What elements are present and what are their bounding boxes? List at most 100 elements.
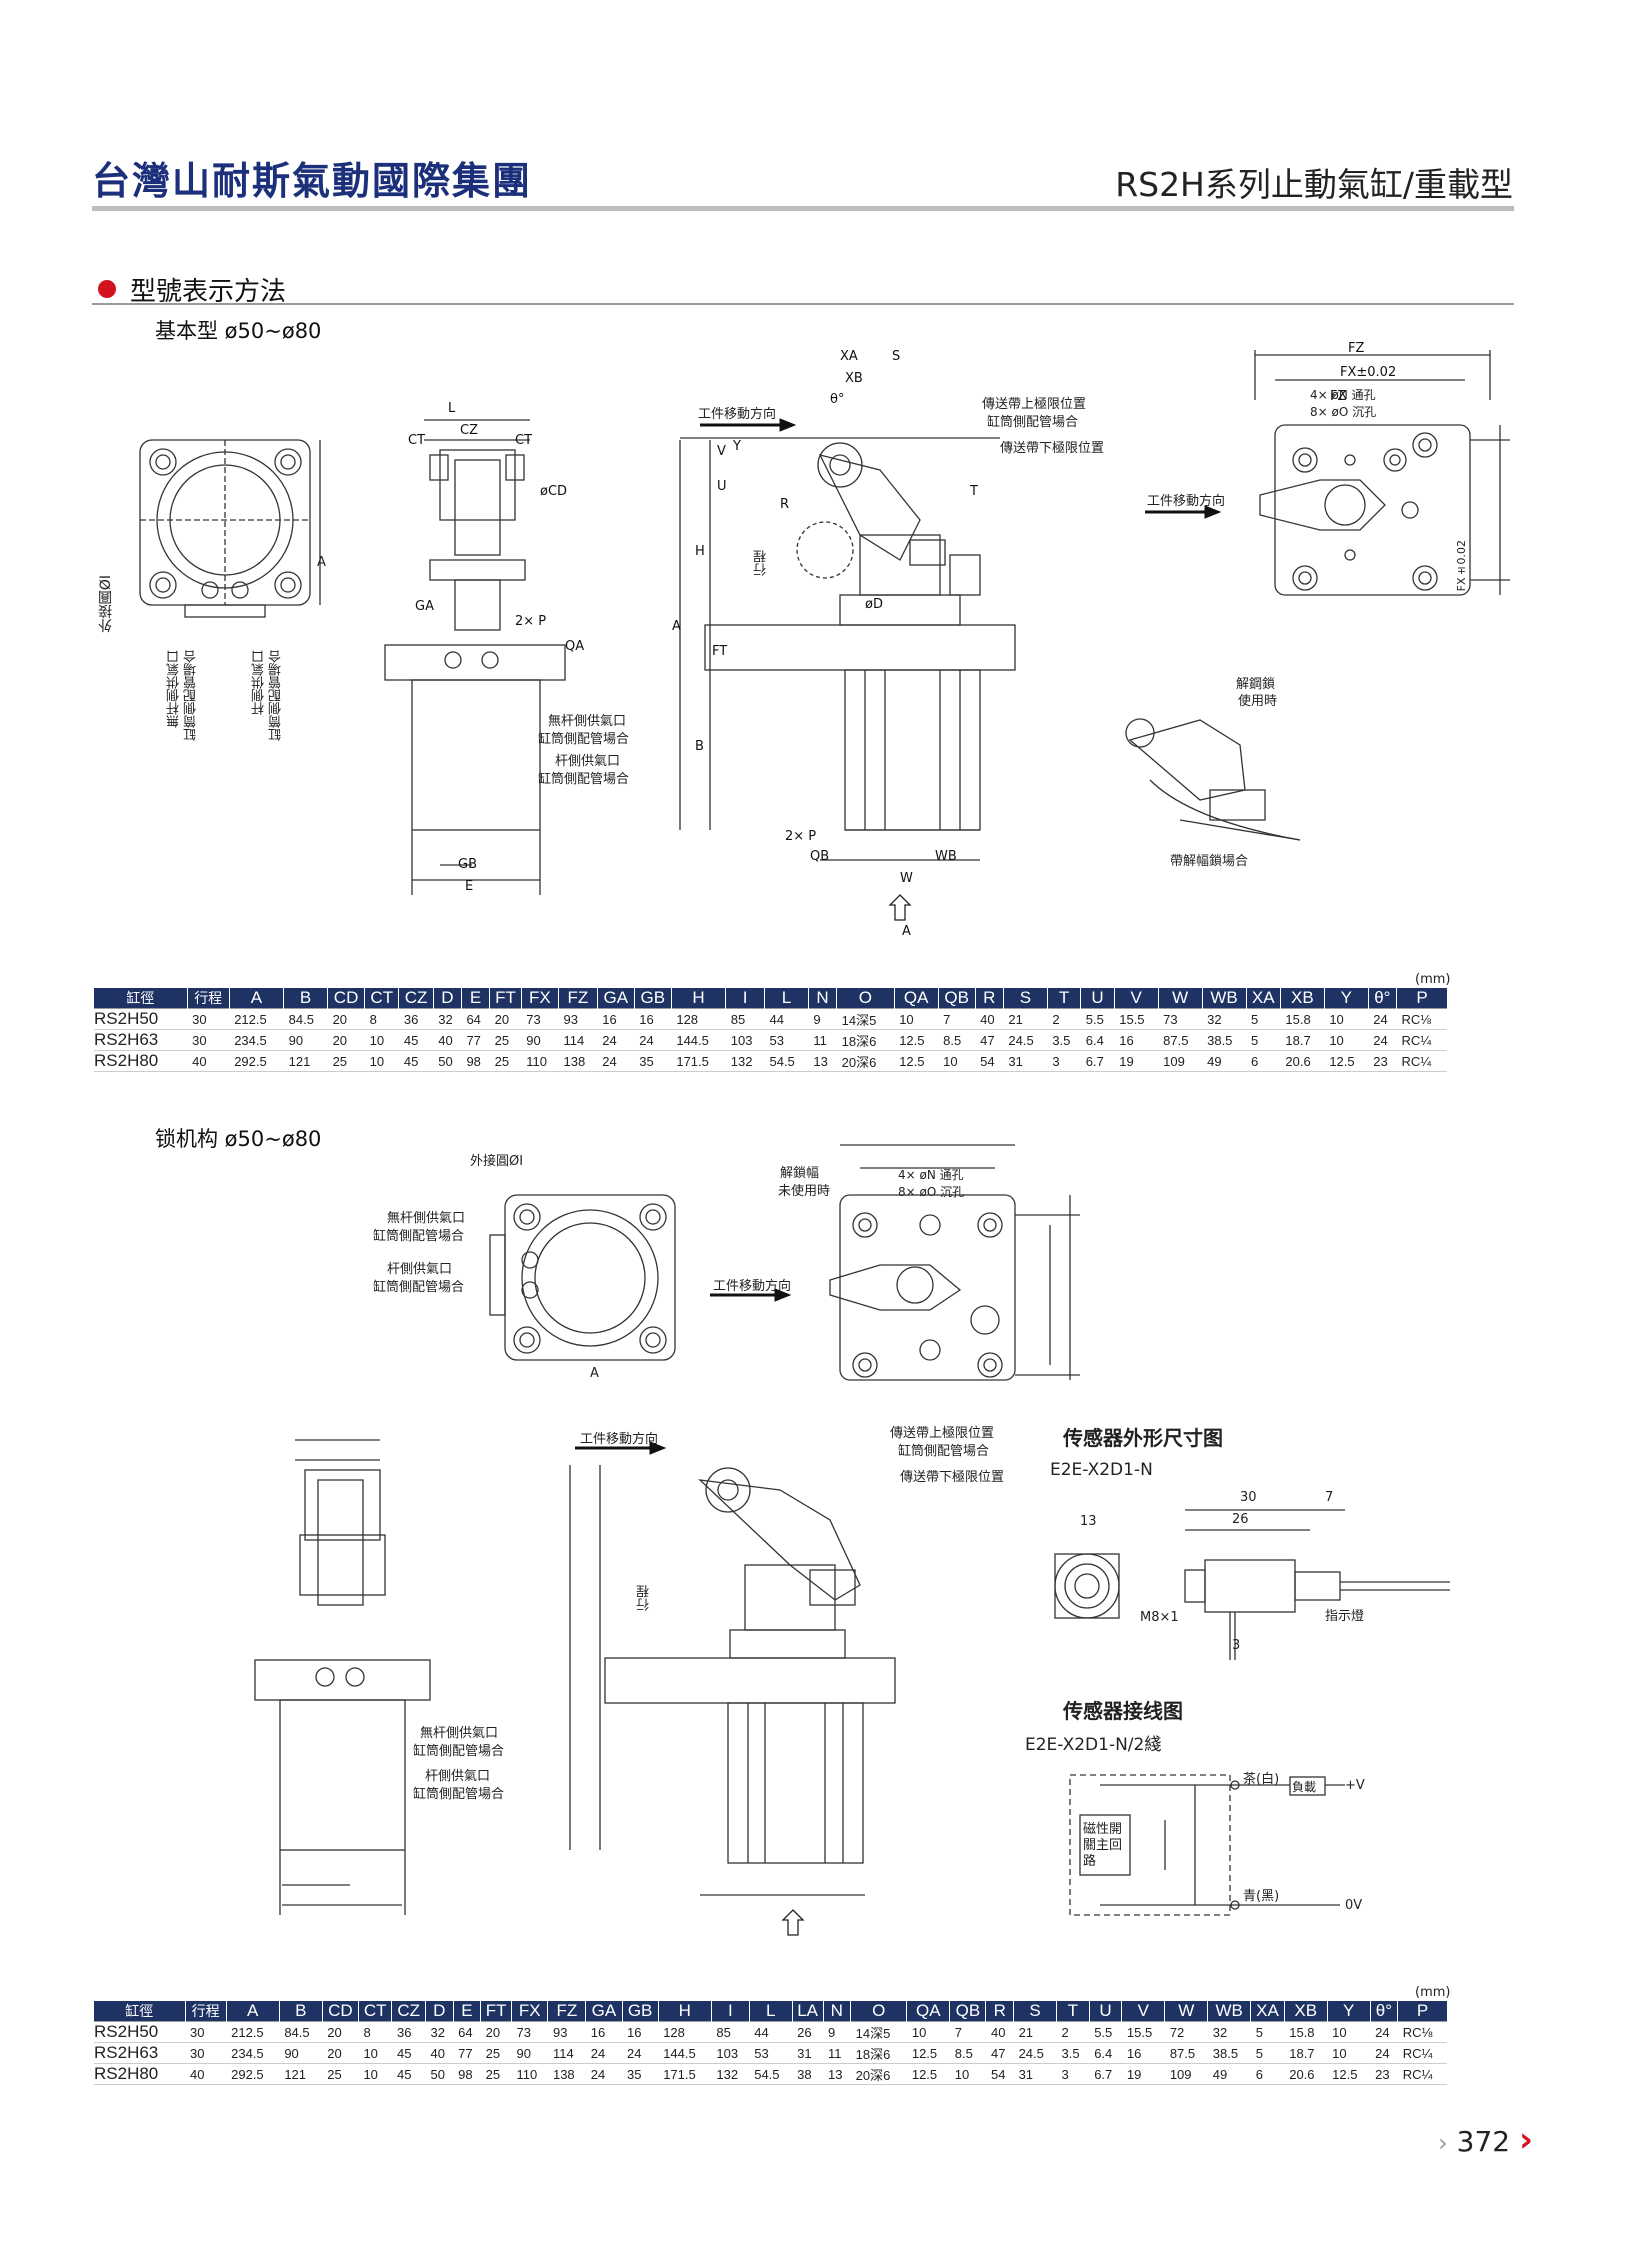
table-cell: 10 (358, 2063, 392, 2085)
table-cell: 44 (749, 2021, 793, 2043)
table-cell: 31 (1013, 2063, 1057, 2085)
table-header-cell: 行程 (184, 2001, 227, 2022)
dim-fz-top: FZ (1348, 341, 1364, 356)
dim-l: L (448, 401, 456, 416)
table-cell: 30 (187, 1029, 230, 1051)
table-header-cell: QA (906, 2001, 950, 2022)
lock-unlock-label: 解鎖幅 (780, 1166, 820, 1181)
table-cell: 20 (327, 1008, 365, 1030)
table-cell: 5.5 (1089, 2021, 1122, 2043)
table-cell: 19 (1121, 2063, 1165, 2085)
table-header-cell: XB (1283, 2001, 1328, 2022)
table-header-cell: FZ (547, 2001, 586, 2022)
page-number-text: 372 (1456, 2125, 1511, 2158)
table-header-cell: D (425, 2001, 454, 2022)
table-cell: 109 (1158, 1050, 1203, 1072)
table-cell: 132 (725, 1050, 765, 1072)
table-cell: 32 (1207, 2021, 1251, 2043)
chevron-right-icon: › (1438, 2129, 1448, 2157)
table-header-cell: O (836, 988, 895, 1009)
table-cell: 132 (711, 2063, 750, 2085)
table-cell: 73 (521, 1008, 559, 1030)
table-cell: 20深6 (850, 2063, 907, 2085)
table-cell: 12.5 (906, 2063, 950, 2085)
table-header-cell: CZ (398, 988, 434, 1009)
table-cell: 24.5 (1003, 1029, 1048, 1051)
chevron-right-icon: › (1518, 2120, 1533, 2160)
table-cell: RC⅛ (1397, 2021, 1447, 2043)
table-cell: 84.5 (283, 1008, 328, 1030)
table-cell: 3 (1056, 2063, 1090, 2085)
wire-plus-v: +V (1345, 1778, 1365, 1793)
table-cell: 72 (1164, 2021, 1208, 2043)
sensor-dim-26: 26 (1232, 1512, 1249, 1527)
unlock-label-2: 使用時 (1238, 694, 1278, 709)
table-cell: 10 (358, 2042, 392, 2064)
table-header-cell: CZ (391, 2001, 426, 2022)
table-header-cell: W (1164, 2001, 1208, 2022)
table-cell: 8.5 (949, 2042, 986, 2064)
table-header-cell: W (1157, 988, 1203, 1009)
work-direction-label-2: 工件移動方向 (1147, 494, 1226, 509)
table-header-cell: Y (1323, 988, 1369, 1009)
lock-rod-label-2: 缸筒側配管場合 (373, 1280, 465, 1295)
table-cell: 24 (597, 1029, 635, 1051)
table-cell: 21 (1013, 2021, 1057, 2043)
table-header-cell: CT (357, 2001, 392, 2022)
table-cell: 40 (187, 1050, 230, 1072)
sensor-model: E2E-X2D1-N (1050, 1460, 1153, 1480)
table-cell: 38.5 (1207, 2042, 1251, 2064)
table-header-cell: U (1088, 2001, 1122, 2022)
dim-y: Y (732, 439, 741, 454)
table-header-cell: GB (633, 988, 672, 1009)
table-header-cell: B (278, 2001, 323, 2022)
table-header-cell: N (807, 988, 837, 1009)
table-cell: 6.4 (1089, 2042, 1122, 2064)
lock-rodless-right-label: 無杆側供氣口 (420, 1726, 499, 1741)
table-cell: 40 (433, 1029, 462, 1051)
table-cell: 8 (358, 2021, 392, 2043)
wire-circuit-label: 磁性開關主回路 (1083, 1822, 1123, 1869)
table-cell: 38 (792, 2063, 824, 2085)
holes-n-label: 4× øN 通孔 (1310, 388, 1376, 402)
table-cell: 16 (622, 2021, 659, 2043)
table-cell: 25 (322, 2063, 359, 2085)
table-cell: 25 (489, 1050, 522, 1072)
table-cell: 36 (391, 2021, 426, 2043)
table-cell: 114 (558, 1029, 598, 1051)
table-header-cell: P (1397, 2001, 1447, 2022)
table-cell: 54 (975, 1050, 1004, 1072)
upper-limit-label: 傳送帶上極限位置 (982, 397, 1087, 412)
table-header-cell: CD (321, 2001, 359, 2022)
rodless-port-label-2: 缸筒側配管場合 (184, 650, 199, 741)
table-cell: 18.7 (1280, 1029, 1325, 1051)
table-cell: 212.5 (226, 2021, 280, 2043)
basic-section-view (679, 437, 1016, 861)
table-cell: 47 (975, 1029, 1004, 1051)
table-cell: 16 (1121, 2042, 1165, 2064)
table-cell: 110 (511, 2063, 548, 2085)
table-cell: 20.6 (1280, 1050, 1325, 1072)
table-cell: 87.5 (1164, 2042, 1208, 2064)
with-lock-label: 帶解幅鎖場合 (1170, 854, 1249, 869)
table-header-cell: A (228, 988, 284, 1009)
table-header-cell: WB (1207, 2001, 1251, 2022)
table-cell: 7 (938, 1008, 976, 1030)
table-cell: 18深6 (850, 2042, 907, 2064)
holes-o-label: 8× øO 沉孔 (1310, 405, 1377, 419)
table-cell: 84.5 (279, 2021, 323, 2043)
table-header-cell: CD (327, 988, 365, 1009)
table-cell: RC¼ (1396, 1050, 1447, 1072)
table-cell: 171.5 (658, 2063, 712, 2085)
table-cell: 49 (1207, 2063, 1251, 2085)
lock-rodless-right-label-2: 缸筒側配管場合 (413, 1744, 505, 1759)
table-cell: 2 (1056, 2021, 1090, 2043)
